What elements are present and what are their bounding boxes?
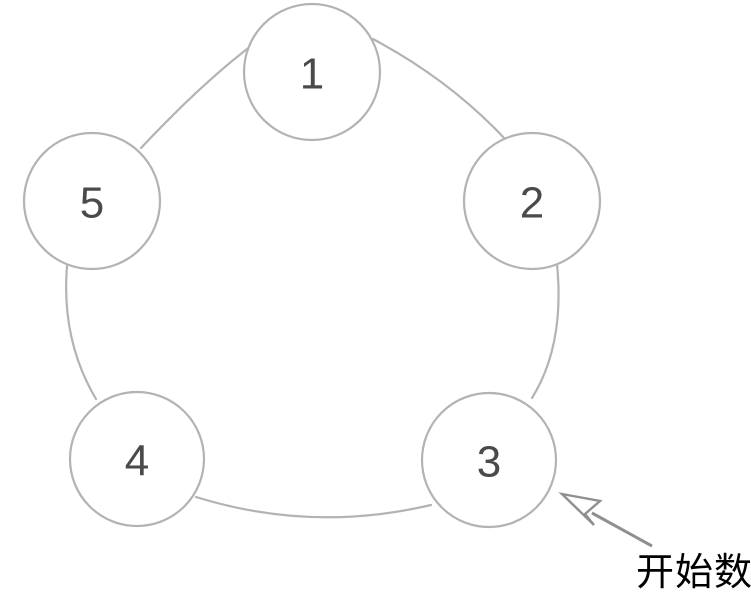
node-circle-5[interactable] — [22, 131, 162, 271]
link-arc-2-to-3 — [530, 262, 560, 400]
annotation-arrow — [558, 492, 653, 548]
arrow-head-icon — [558, 492, 603, 526]
annotation-label-start-count: 开始数 — [636, 552, 751, 594]
link-arc-1-to-2 — [371, 37, 507, 141]
node-label-5: 5 — [80, 179, 104, 228]
link-arcs-group — [65, 37, 560, 519]
arrow-shaft-line — [591, 511, 653, 548]
link-arc-5-to-1 — [139, 41, 257, 150]
node-label-1: 1 — [300, 50, 324, 99]
node-label-2: 2 — [520, 179, 544, 228]
link-arc-3-to-4 — [194, 495, 433, 519]
link-arc-4-to-5 — [65, 264, 98, 401]
node-circle-2[interactable] — [462, 131, 602, 271]
node-circle-4[interactable] — [68, 390, 206, 528]
node-label-3: 3 — [477, 438, 501, 487]
nodes-group — [22, 2, 602, 529]
node-labels-group: 1 2 3 4 5 — [80, 50, 544, 487]
node-circle-1[interactable] — [242, 2, 382, 142]
node-label-4: 4 — [125, 437, 149, 486]
node-circle-3[interactable] — [420, 391, 558, 529]
